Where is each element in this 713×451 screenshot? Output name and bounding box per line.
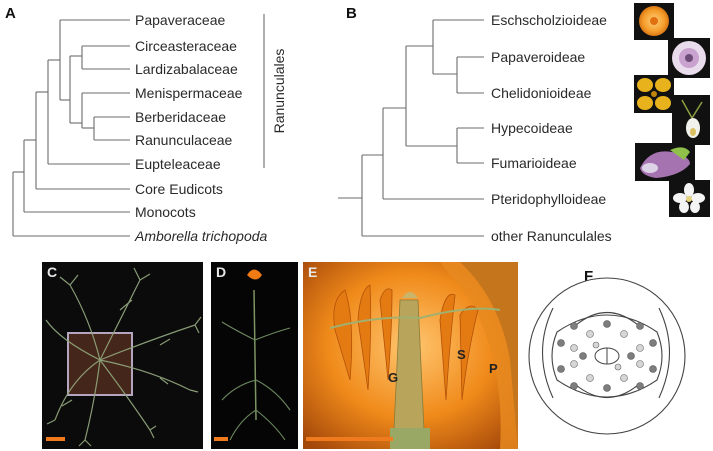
thumb-chelidonioideae bbox=[634, 75, 674, 113]
taxon-b-5: Pteridophylloideae bbox=[491, 191, 606, 207]
label-g-gynoecium: G bbox=[388, 370, 398, 385]
taxon-a-5: Ranunculaceae bbox=[135, 132, 233, 148]
taxon-a-8: Monocots bbox=[135, 204, 196, 220]
label-s-stamen: S bbox=[457, 347, 466, 362]
taxon-b-4: Fumarioideae bbox=[491, 155, 577, 171]
taxon-a-7: Core Eudicots bbox=[135, 181, 223, 197]
taxon-a-6: Eupteleaceae bbox=[135, 156, 221, 172]
photo-d-flowering-plant bbox=[211, 262, 298, 449]
panel-label-c: C bbox=[47, 264, 57, 280]
floral-diagram bbox=[528, 277, 686, 435]
thumb-papaveroideae bbox=[668, 38, 710, 78]
panel-label-f: F bbox=[584, 268, 593, 285]
taxon-b-0: Eschscholzioideae bbox=[491, 12, 607, 28]
taxon-a-3: Menispermaceae bbox=[135, 85, 243, 101]
taxon-b-1: Papaveroideae bbox=[491, 49, 585, 65]
thumb-hypecoideae bbox=[672, 95, 710, 145]
label-p-petal: P bbox=[489, 361, 498, 376]
ranunculales-group-label: Ranunculales bbox=[271, 49, 287, 134]
taxon-a-1: Circeasteraceae bbox=[135, 38, 237, 54]
taxon-a-2: Lardizabalaceae bbox=[135, 61, 238, 77]
panel-label-e: E bbox=[308, 264, 317, 280]
thumb-pteridophylloideae bbox=[669, 180, 710, 217]
panel-label-d: D bbox=[216, 264, 226, 280]
taxon-a-0: Papaveraceae bbox=[135, 12, 226, 28]
phylogeny-b bbox=[338, 19, 484, 237]
thumb-eschscholzioideae bbox=[634, 3, 674, 40]
photo-e-flower-closeup bbox=[303, 262, 518, 449]
taxon-a-4: Berberidaceae bbox=[135, 109, 226, 125]
panel-label-a: A bbox=[5, 5, 16, 22]
photo-c-seedling bbox=[42, 262, 203, 449]
taxon-b-3: Hypecoideae bbox=[491, 120, 573, 136]
thumb-fumarioideae bbox=[635, 143, 695, 181]
taxon-a-9: Amborella trichopoda bbox=[134, 228, 268, 244]
taxon-b-2: Chelidonioideae bbox=[491, 85, 592, 101]
taxon-b-6: other Ranunculales bbox=[491, 228, 612, 244]
panel-label-b: B bbox=[346, 5, 357, 22]
phylogeny-a bbox=[12, 14, 265, 237]
